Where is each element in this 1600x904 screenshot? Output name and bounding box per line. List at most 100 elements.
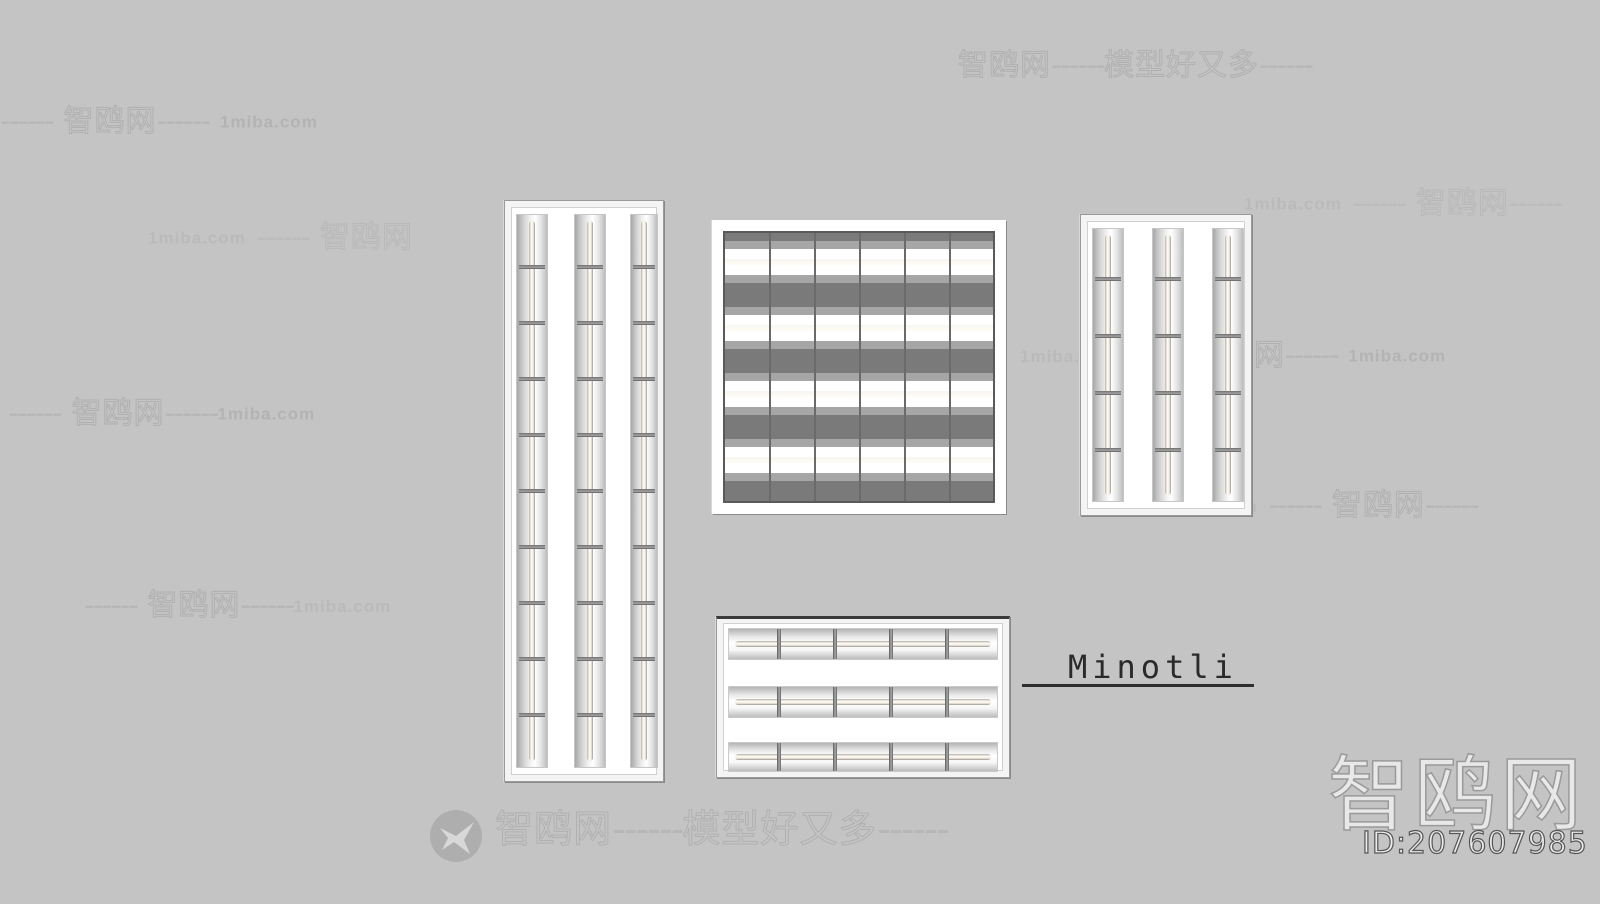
watermark-slogan: 模型好又多 xyxy=(1103,48,1259,84)
grille-bar xyxy=(519,489,545,493)
fluorescent-tube xyxy=(735,754,991,760)
fluorescent-tube xyxy=(735,699,991,705)
watermark-dash: ------ xyxy=(256,220,311,255)
watermark-brand: 智鸥网 xyxy=(319,220,413,256)
fluorescent-tube xyxy=(1105,235,1111,495)
grille-bar xyxy=(577,377,603,381)
grille-bar xyxy=(1215,448,1241,452)
watermark-dash: ------ xyxy=(1284,338,1340,373)
watermark-dash: ------ xyxy=(156,104,212,139)
grille-bar xyxy=(633,601,655,605)
watermark-dash: ------ xyxy=(1268,488,1323,523)
watermark-slogan: 模型好又多 xyxy=(682,807,878,852)
model-id: ID:207607985 xyxy=(1361,825,1588,861)
brand-logo-large: 智鸥网 xyxy=(1327,747,1587,844)
lamp-trough xyxy=(728,628,998,660)
lamp-trough xyxy=(1092,228,1124,502)
watermark-dash: ------ xyxy=(1258,48,1314,83)
watermark-brand: 智鸥网 xyxy=(958,48,1051,84)
grille-bar xyxy=(1155,391,1181,395)
watermark-dash: ------ xyxy=(1508,186,1564,221)
louver-divider xyxy=(904,233,906,501)
grille-bar xyxy=(945,687,949,717)
watermark-dash: ------ xyxy=(877,807,949,851)
grille-bar xyxy=(833,687,837,717)
fixture-inner-panel xyxy=(511,207,658,775)
grille-bar xyxy=(889,743,893,771)
lamp-trough xyxy=(1152,228,1184,502)
grille-bar xyxy=(577,601,603,605)
grille-bar xyxy=(519,601,545,605)
watermark-brand: 智鸥网 xyxy=(1415,186,1509,222)
grille-bar xyxy=(577,713,603,717)
grille-bar xyxy=(577,433,603,437)
grille-bar xyxy=(519,265,545,269)
grille-bar xyxy=(1155,448,1181,452)
watermark-site: 1miba.com xyxy=(148,228,246,248)
fixture-inner-panel xyxy=(1087,221,1245,509)
watermark-brand: 智鸥网 xyxy=(1331,488,1425,524)
grille-bar xyxy=(577,657,603,661)
grille-bar xyxy=(945,743,949,771)
grille-bar xyxy=(633,265,655,269)
grille-bar xyxy=(1095,391,1121,395)
grille-bar xyxy=(889,687,893,717)
grille-bar xyxy=(1095,334,1121,338)
grille-bar xyxy=(577,489,603,493)
grille-bar xyxy=(633,433,655,437)
watermark-site: 1miba.com xyxy=(220,112,318,132)
grille-bar xyxy=(633,489,655,493)
grille-bar xyxy=(577,545,603,549)
watermark-site: 1miba.com xyxy=(293,596,392,616)
grille-bar xyxy=(1095,277,1121,281)
grille-bar xyxy=(945,629,949,659)
watermark-site: 1miba.com xyxy=(1348,346,1447,366)
watermark-dash: ------ xyxy=(240,588,296,623)
louver-divider xyxy=(949,233,951,501)
watermark-brand: 智鸥网 xyxy=(147,588,241,624)
grille-bar xyxy=(577,265,603,269)
grille-bar xyxy=(777,629,781,659)
fluorescent-tube xyxy=(735,641,991,647)
fixture-tall-grille[interactable] xyxy=(504,200,664,782)
grille-bar xyxy=(633,545,655,549)
watermark-top: 智鸥网------模型好又多------ xyxy=(958,40,1314,84)
grille-bar xyxy=(833,743,837,771)
grille-bar xyxy=(519,377,545,381)
watermark-left-3: ------ 智鸥网------1miba.com xyxy=(8,388,315,432)
louver-divider xyxy=(814,233,816,501)
louver-grid xyxy=(723,231,995,503)
watermark-dash: ------ xyxy=(612,807,684,851)
grille-bar xyxy=(633,657,655,661)
watermark-left-2: 1miba.com ------ 智鸥网 xyxy=(148,212,413,256)
watermark-dash: ------ xyxy=(1352,186,1407,221)
label-underline xyxy=(1022,684,1254,687)
lamp-trough xyxy=(574,214,606,768)
watermark-dash: ------ xyxy=(1051,48,1106,83)
brand-label: Minotli xyxy=(1068,648,1238,686)
watermark-dash: ------ xyxy=(164,396,220,431)
grille-bar xyxy=(889,629,893,659)
watermark-dash: ------ xyxy=(0,104,55,139)
lamp-trough xyxy=(728,742,998,772)
watermark-left-4: ------ 智鸥网------1miba.com xyxy=(84,580,391,624)
watermark-dash: ------ xyxy=(1424,488,1480,523)
watermark-brand: 智鸥网 xyxy=(71,396,165,432)
grille-bar xyxy=(519,657,545,661)
grille-bar xyxy=(633,377,655,381)
bird-logo-icon xyxy=(430,809,482,862)
fixture-square-louver[interactable] xyxy=(712,220,1006,514)
louver-divider xyxy=(769,233,771,501)
fixture-wide-grille[interactable] xyxy=(716,616,1010,778)
watermark-dash: ------ xyxy=(8,396,63,431)
grille-bar xyxy=(1215,391,1241,395)
watermark-bottom: 智鸥网------模型好又多------ xyxy=(430,798,950,862)
lamp-trough xyxy=(516,214,548,768)
grille-bar xyxy=(1155,277,1181,281)
fixture-small-grille[interactable] xyxy=(1080,214,1252,516)
grille-bar xyxy=(777,743,781,771)
grille-bar xyxy=(519,321,545,325)
watermark-left-1: ------ 智鸥网------ 1miba.com xyxy=(0,96,318,140)
lamp-trough xyxy=(728,686,998,718)
lamp-trough xyxy=(630,214,658,768)
